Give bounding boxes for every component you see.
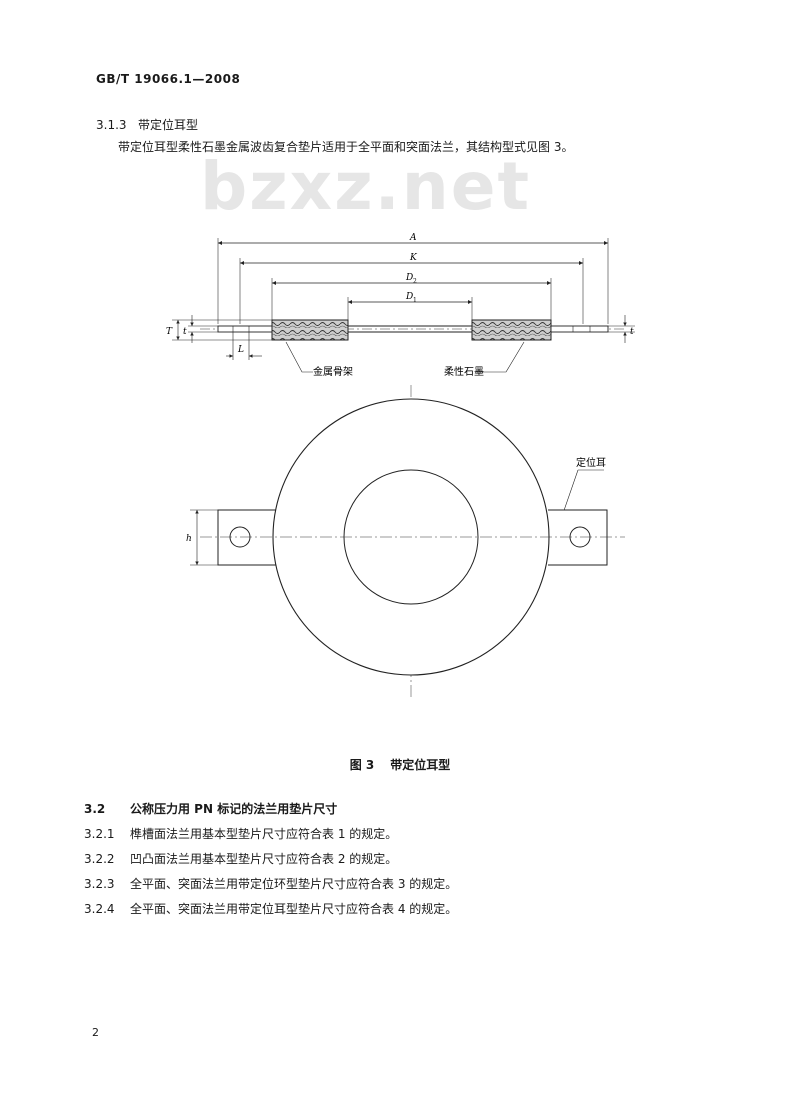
section-paragraph: 带定位耳型柔性石墨金属波齿复合垫片适用于全平面和突面法兰，其结构型式见图 3。 [118, 140, 574, 154]
standard-number: GB/T 19066.1—2008 [96, 72, 241, 86]
subsection-3-2-4: 3.2.4 全平面、突面法兰用带定位耳型垫片尺寸应符合表 4 的规定。 [84, 900, 457, 917]
section-heading: 3.1.3 带定位耳型 [96, 116, 198, 133]
section-number: 3.1.3 [96, 118, 127, 132]
figure-caption: 图 3 带定位耳型 [0, 756, 800, 773]
dim-L [226, 332, 262, 360]
section-title: 带定位耳型 [138, 118, 199, 132]
subsection-number: 3.2.3 [84, 877, 115, 891]
subsection-number: 3.2.2 [84, 852, 115, 866]
page-number: 2 [92, 1026, 99, 1039]
dim-h-label: h [186, 534, 192, 544]
subsection-text: 全平面、突面法兰用带定位环型垫片尺寸应符合表 3 的规定。 [130, 877, 458, 891]
cross-section [200, 319, 625, 341]
plan-view [200, 385, 625, 698]
subsection-3-2-1: 3.2.1 榫槽面法兰用基本型垫片尺寸应符合表 1 的规定。 [84, 825, 397, 842]
dim-A-label: A [409, 233, 417, 243]
dim-D1-subscript: 1 [413, 297, 417, 304]
label-flexible-graphite: 柔性石墨 [444, 365, 484, 378]
dim-L-label: L [237, 345, 244, 355]
subsection-text: 公称压力用 PN 标记的法兰用垫片尺寸 [130, 802, 338, 816]
figure-3-drawing: A K D 2 D 1 T t t [166, 233, 635, 698]
subsection-number: 3.2 [84, 802, 106, 816]
caption-title: 带定位耳型 [390, 758, 451, 772]
dim-t-label: t [183, 327, 187, 337]
subsection-3-2-2: 3.2.2 凹凸面法兰用基本型垫片尺寸应符合表 2 的规定。 [84, 850, 397, 867]
dim-D2-label: D [405, 273, 413, 283]
dim-D1-label: D [405, 292, 413, 302]
dim-t-right-label: t [630, 327, 634, 337]
dim-T-label: T [166, 327, 173, 337]
dim-K-label: K [409, 253, 418, 263]
dim-h [190, 509, 218, 566]
subsection-text: 凹凸面法兰用基本型垫片尺寸应符合表 2 的规定。 [130, 852, 398, 866]
label-metal-skeleton: 金属骨架 [313, 365, 353, 378]
subsection-text: 全平面、突面法兰用带定位耳型垫片尺寸应符合表 4 的规定。 [130, 902, 458, 916]
watermark: bzxz.net [200, 148, 532, 225]
subsection-number: 3.2.4 [84, 902, 115, 916]
subsection-3-2: 3.2 公称压力用 PN 标记的法兰用垫片尺寸 [84, 800, 337, 817]
caption-number: 图 3 [349, 758, 375, 772]
subsection-text: 榫槽面法兰用基本型垫片尺寸应符合表 1 的规定。 [130, 827, 398, 841]
dim-D2-subscript: 2 [413, 278, 417, 285]
subsection-number: 3.2.1 [84, 827, 115, 841]
subsection-3-2-3: 3.2.3 全平面、突面法兰用带定位环型垫片尺寸应符合表 3 的规定。 [84, 875, 457, 892]
label-locating-ear: 定位耳 [576, 456, 606, 469]
dimension-lines [218, 240, 608, 305]
thickness-dims [172, 315, 635, 343]
